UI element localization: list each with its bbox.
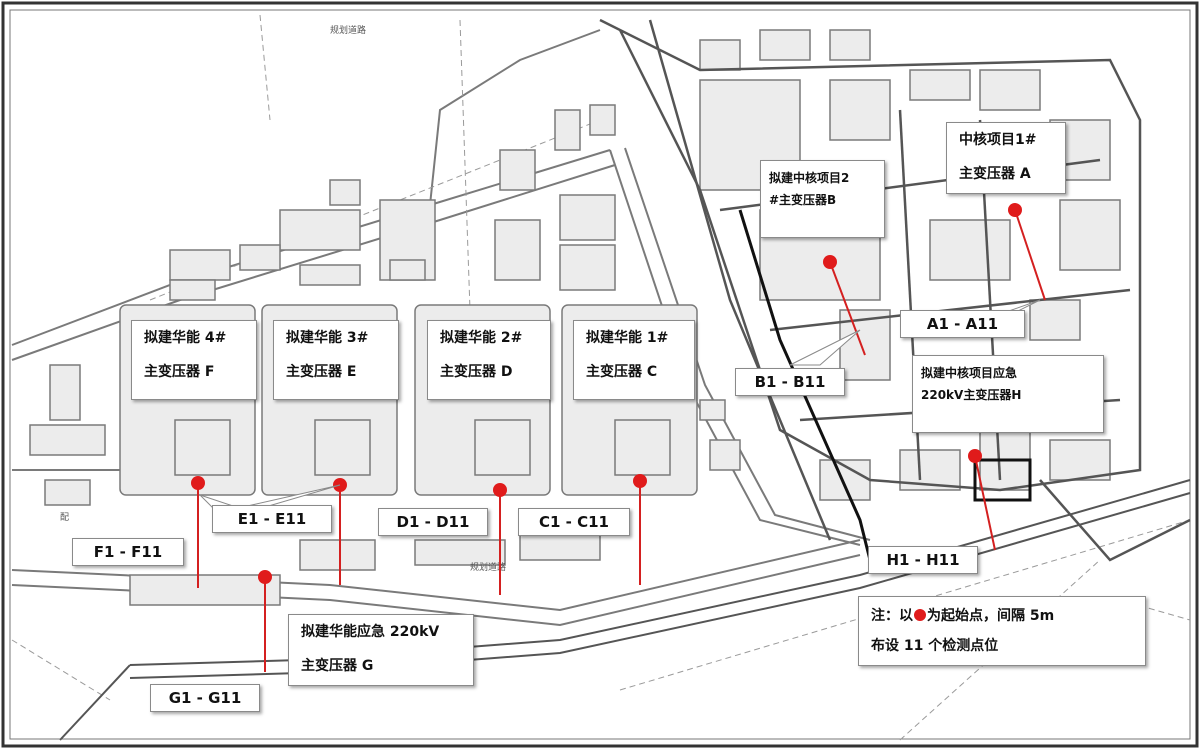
transformer-g-line1: 拟建华能应急 220kV: [301, 624, 440, 640]
marker-c: [633, 474, 647, 488]
transformer-d-line1: 拟建华能 2#: [440, 330, 523, 346]
measurement-lines: [197, 209, 1046, 672]
transformer-c-line1: 拟建华能 1#: [586, 330, 669, 346]
note-suffix: 为起始点，间隔 5m: [927, 608, 1055, 624]
label-transformer-c: 拟建华能 1# 主变压器 C: [573, 320, 695, 400]
map-text-road-north: 规划道路: [330, 24, 366, 36]
marker-f: [191, 476, 205, 490]
marker-a: [1008, 203, 1022, 217]
red-dot-icon: [914, 609, 926, 621]
transformer-h-line2: 220kV主变压器H: [921, 388, 1022, 402]
map-text-road-south: 规划道路: [470, 561, 506, 573]
label-transformer-e: 拟建华能 3# 主变压器 E: [273, 320, 399, 400]
marker-d: [493, 483, 507, 497]
marker-g: [258, 570, 272, 584]
east-heavy-lines: [738, 209, 1032, 561]
code-h: H1 - H11: [868, 546, 978, 574]
line-a: [1014, 209, 1046, 301]
line-h: [974, 455, 996, 551]
marker-h: [968, 449, 982, 463]
transformer-d-line2: 主变压器 D: [440, 364, 513, 380]
transformer-c-line2: 主变压器 C: [586, 364, 658, 380]
label-transformer-a: 中核项目1# 主变压器 A: [946, 122, 1066, 194]
line-b: [829, 261, 866, 356]
transformer-h-line1: 拟建中核项目应急: [921, 366, 1018, 380]
transformer-f-line2: 主变压器 F: [144, 364, 215, 380]
legend-note: 注：以为起始点，间隔 5m 布设 11 个检测点位: [858, 596, 1146, 666]
transformer-a-line2: 主变压器 A: [959, 166, 1031, 182]
label-transformer-h: 拟建中核项目应急 220kV主变压器H: [912, 355, 1104, 433]
map-text-west: 配: [60, 512, 69, 523]
transformer-e-line2: 主变压器 E: [286, 364, 357, 380]
code-b: B1 - B11: [735, 368, 845, 396]
transformer-f-line1: 拟建华能 4#: [144, 330, 227, 346]
code-g: G1 - G11: [150, 684, 260, 712]
transformer-b-line1: 拟建中核项目2: [769, 171, 850, 185]
marker-b: [823, 255, 837, 269]
label-transformer-b: 拟建中核项目2 #主变压器B: [760, 160, 885, 238]
transformer-g-line2: 主变压器 G: [301, 658, 374, 674]
code-c: C1 - C11: [518, 508, 630, 536]
label-transformer-f: 拟建华能 4# 主变压器 F: [131, 320, 257, 400]
code-f: F1 - F11: [72, 538, 184, 566]
label-transformer-d: 拟建华能 2# 主变压器 D: [427, 320, 551, 400]
transformer-a-line1: 中核项目1#: [959, 132, 1037, 148]
code-a: A1 - A11: [900, 310, 1025, 338]
code-d: D1 - D11: [378, 508, 488, 536]
map-inner-frame: [9, 9, 1191, 740]
transformer-e-line1: 拟建华能 3#: [286, 330, 369, 346]
label-transformer-g: 拟建华能应急 220kV 主变压器 G: [288, 614, 474, 686]
transformer-b-line2: #主变压器B: [769, 193, 837, 207]
note-prefix: 注：以: [871, 608, 913, 624]
code-e: E1 - E11: [212, 505, 332, 533]
note-line1: 注：以为起始点，间隔 5m: [871, 601, 1133, 631]
note-line2: 布设 11 个检测点位: [871, 638, 999, 654]
